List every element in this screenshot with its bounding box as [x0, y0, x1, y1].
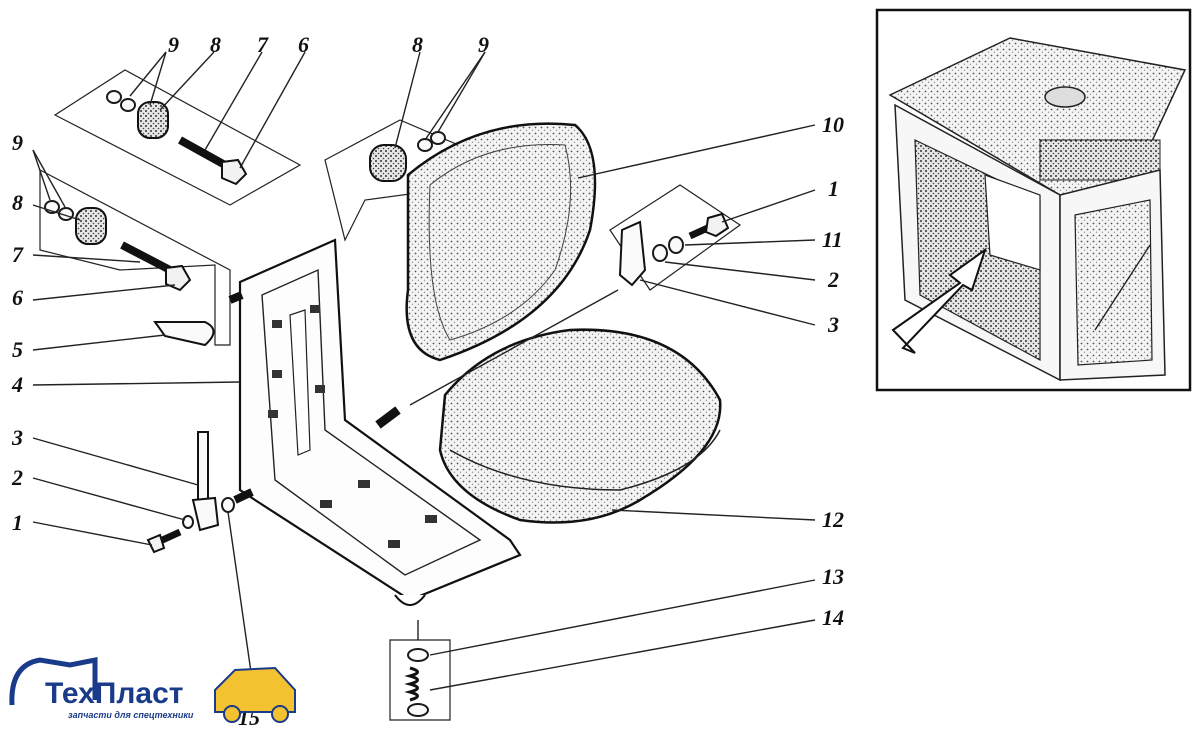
callout-2-right: 2: [827, 267, 839, 292]
texplast-logo: ТехПласт запчасти для спецтехники: [9, 656, 296, 723]
fastener-group-upper: [53, 69, 302, 206]
callout-4: 4: [11, 372, 23, 397]
seat-cushion: [438, 328, 722, 524]
callout-8-left: 8: [12, 190, 23, 215]
callout-8-top: 8: [210, 32, 221, 57]
callout-9-center: 9: [478, 32, 489, 57]
callout-1-left: 1: [12, 510, 23, 535]
callout-8-center: 8: [412, 32, 423, 57]
callout-11: 11: [822, 227, 843, 252]
cab-inset: [875, 8, 1192, 392]
callout-1-right: 1: [828, 176, 839, 201]
callout-6-top: 6: [298, 32, 309, 57]
callout-12: 12: [822, 507, 844, 532]
logo-name: ТехПласт: [45, 677, 184, 710]
seat-frame: [228, 238, 522, 606]
callout-9-left: 9: [12, 130, 23, 155]
spring-bolt-group: [389, 620, 451, 721]
wheel-icon: [271, 705, 289, 723]
backrest-cushion: [405, 122, 597, 362]
callout-3-right: 3: [827, 312, 839, 337]
callout-9-top: 9: [168, 32, 179, 57]
callout-5: 5: [12, 337, 23, 362]
bracket-group-right: [409, 184, 742, 406]
callout-7-top: 7: [257, 32, 269, 57]
callout-2-left: 2: [11, 465, 23, 490]
callout-3-left: 3: [11, 425, 23, 450]
callout-6-left: 6: [12, 285, 23, 310]
callout-7-left: 7: [12, 242, 24, 267]
callout-13: 13: [822, 564, 844, 589]
callout-10: 10: [822, 112, 844, 137]
bracket-group-left: [146, 431, 235, 554]
fastener-group-left: [39, 169, 231, 347]
callout-14: 14: [822, 605, 844, 630]
logo-tagline: запчасти для спецтехники: [68, 710, 194, 720]
leader-lines: [32, 51, 816, 701]
wheel-icon: [223, 705, 241, 723]
callout-labels: 9 8 7 6 8 9 9 8 7 6 5 4 3 2 1 15 10 1 11…: [11, 32, 844, 729]
